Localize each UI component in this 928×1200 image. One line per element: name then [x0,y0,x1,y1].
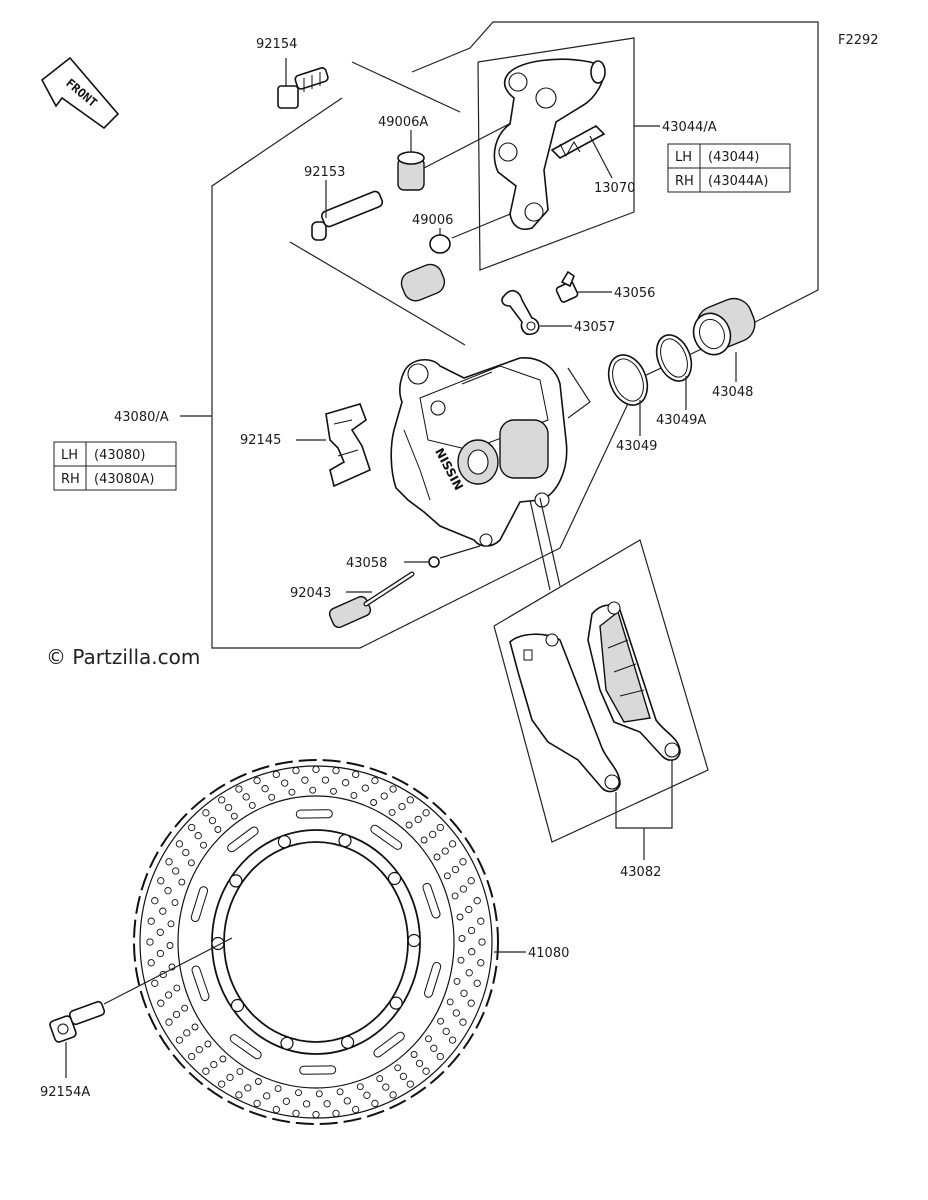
label-92154: 92154 [256,37,297,52]
bolt-92154 [277,67,329,109]
table-43080: LH (43080) RH (43080A) [53,441,177,491]
table-43080-rh-side: RH [61,472,80,487]
disc-bolt-92154A [49,1000,106,1043]
bleeder-valve-43056 [555,270,579,303]
brake-pad-rear [509,633,621,793]
brake-disc-41080 [133,759,499,1125]
label-43048: 43048 [712,385,753,400]
table-43044-rh-part: (43044A) [708,174,768,189]
label-43082: 43082 [620,865,661,880]
label-43080A: 43080/A [114,410,169,425]
clip-13070 [550,125,606,159]
label-92145: 92145 [240,433,281,448]
caliper-bracket-43044 [493,58,606,230]
seal-43049A [655,334,693,382]
seal-43049 [607,354,649,406]
table-43080-rh-part: (43080A) [94,472,154,487]
table-43044-lh-side: LH [675,150,692,165]
label-43044A: 43044/A [662,120,717,135]
pad-spring-92145 [325,403,371,488]
table-43044-lh-part: (43044) [708,150,760,165]
watermark: © Partzilla.com [46,645,200,669]
label-43058: 43058 [346,556,387,571]
label-13070: 13070 [594,181,635,196]
label-43049: 43049 [616,439,657,454]
sleeve-49006 [400,234,451,302]
caliper-body: NISSIN [390,357,568,547]
pin-92153 [311,190,384,241]
label-92043: 92043 [290,586,331,601]
table-43044-rh-side: RH [675,174,694,189]
label-41080: 41080 [528,946,569,961]
label-49006A: 49006A [378,115,428,130]
piston-43048 [692,297,756,356]
label-92154A: 92154A [40,1085,90,1100]
label-43056: 43056 [614,286,655,301]
front-arrow-icon: FRONT [40,56,120,130]
pad-pin-92043 [328,571,415,629]
washer-43058 [428,556,440,568]
label-92153: 92153 [304,165,345,180]
cap-43057 [501,289,540,336]
label-49006: 49006 [412,213,453,228]
table-43080-lh-part: (43080) [94,448,146,463]
label-43057: 43057 [574,320,615,335]
table-43044: LH (43044) RH (43044A) [667,143,791,193]
figure-code: F2292 [838,33,879,48]
bushing-49006A [397,151,425,191]
table-43080-lh-side: LH [61,448,78,463]
brake-pad-front [587,601,681,761]
label-43049A: 43049A [656,413,706,428]
